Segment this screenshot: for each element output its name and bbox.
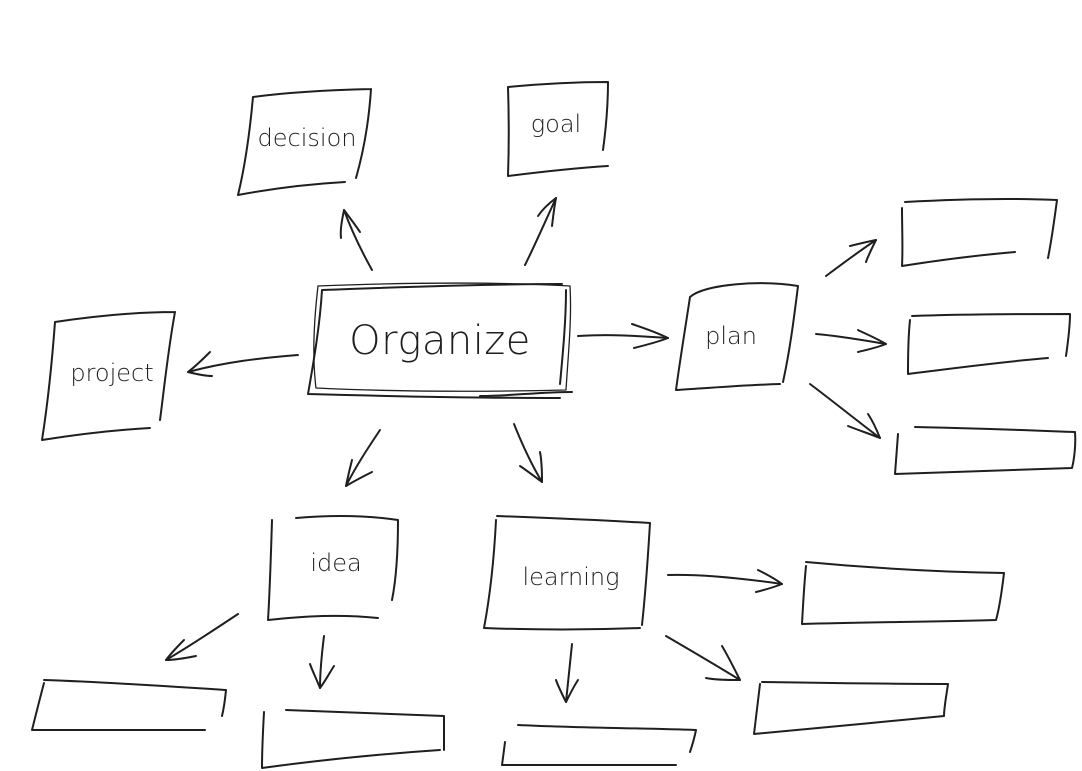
empty-box-plan-1 — [901, 197, 1058, 267]
node-decision-label: decision — [258, 124, 357, 152]
node-idea[interactable]: idea — [267, 514, 399, 621]
empty-box-learning-3 — [501, 724, 697, 767]
arrow-idea-to-box-1 — [165, 613, 239, 661]
central-node-organize[interactable]: Organize — [307, 282, 573, 399]
central-node-label: Organize — [349, 318, 531, 364]
node-learning[interactable]: learning — [483, 515, 651, 631]
node-decision-box — [237, 88, 372, 196]
arrow-to-goal — [524, 197, 557, 266]
node-learning-label: learning — [522, 563, 619, 591]
node-plan-box — [675, 282, 799, 391]
node-goal-label: goal — [531, 110, 581, 138]
arrow-learning-to-box-2 — [665, 635, 741, 681]
node-plan-label: plan — [705, 322, 757, 350]
central-node-box — [307, 283, 567, 399]
arrow-plan-to-box-3 — [809, 383, 881, 439]
arrow-plan-to-box-1 — [825, 239, 877, 277]
arrow-learning-to-box-3 — [555, 643, 579, 703]
empty-box-idea-2 — [261, 709, 445, 769]
node-goal[interactable]: goal — [507, 81, 609, 177]
node-project-label: project — [70, 359, 153, 387]
node-project-box — [41, 311, 176, 441]
central-node-underline — [479, 391, 573, 397]
node-idea-label: idea — [310, 549, 361, 577]
node-goal-box — [507, 81, 609, 177]
node-learning-box — [483, 515, 651, 631]
node-plan[interactable]: plan — [675, 282, 799, 391]
empty-box-learning-2 — [753, 681, 949, 735]
arrow-plan-to-box-2 — [815, 329, 887, 353]
arrow-to-idea — [345, 429, 381, 487]
arrow-to-decision — [339, 209, 373, 271]
node-project[interactable]: project — [41, 311, 176, 441]
empty-box-idea-1 — [31, 679, 227, 732]
central-node-box-outline — [313, 282, 572, 392]
arrow-to-plan — [577, 323, 669, 349]
arrow-to-learning — [513, 423, 543, 483]
arrow-learning-to-box-1 — [667, 569, 783, 593]
node-decision[interactable]: decision — [237, 88, 372, 196]
empty-box-plan-3 — [894, 426, 1077, 475]
arrow-idea-to-box-2 — [309, 635, 335, 689]
empty-box-plan-2 — [907, 313, 1071, 375]
empty-box-learning-1 — [801, 561, 1005, 625]
node-idea-box — [267, 514, 399, 621]
arrow-to-project — [187, 351, 299, 377]
